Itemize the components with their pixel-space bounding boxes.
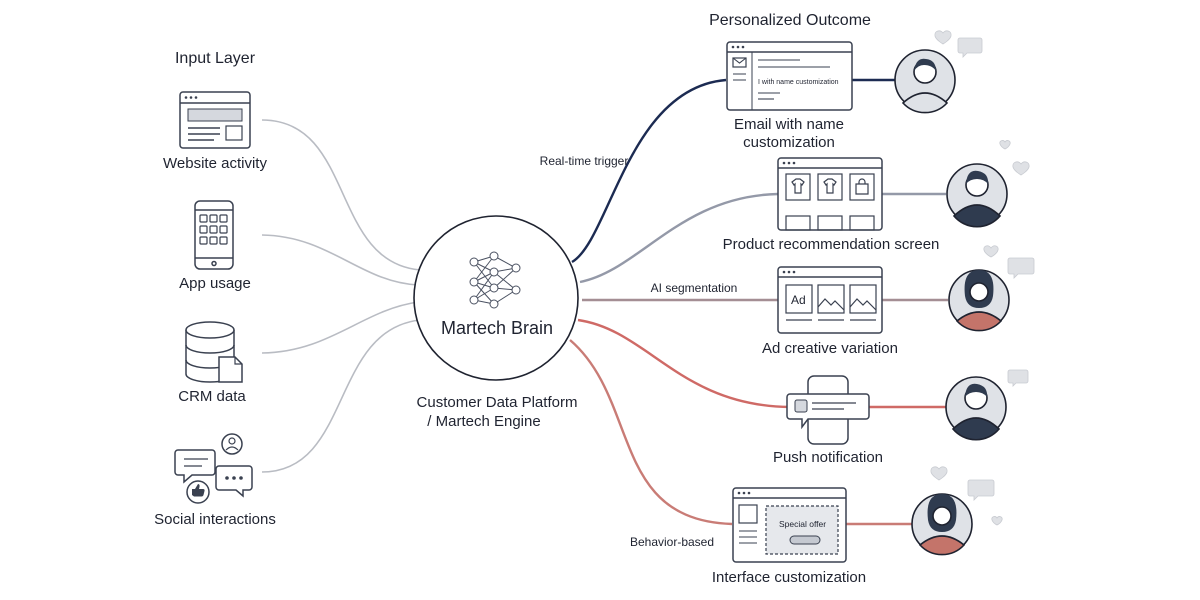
connector-label-behavior: Behavior-based — [629, 535, 715, 549]
outcome-label-push: Push notification — [772, 449, 884, 466]
connector-app — [261, 234, 419, 286]
database-icon — [185, 321, 243, 383]
martech-brain-circle — [413, 215, 579, 381]
chat-bubbles-icon — [174, 433, 253, 504]
connector-product — [579, 192, 779, 284]
ad-window-icon — [777, 266, 883, 334]
outcome-label-email: Email with name customization — [733, 116, 845, 151]
center-caption-line1: Customer Data Platform — [416, 394, 578, 411]
avatar-email — [894, 49, 956, 114]
connector-website — [261, 119, 421, 271]
input-label-crm: CRM data — [178, 388, 246, 405]
speech-bubble-icon — [957, 37, 983, 58]
heart-icon — [934, 30, 952, 45]
connector-social — [261, 319, 421, 473]
center-caption-line2: / Martech Engine — [427, 413, 541, 430]
heart-icon — [983, 245, 999, 258]
avatar-interface — [911, 493, 973, 556]
connector-interface — [569, 339, 733, 526]
interface-screen-text: Special offer — [779, 519, 826, 529]
speech-bubble-icon — [1007, 369, 1029, 387]
input-label-app: App usage — [179, 275, 251, 292]
input-label-website: Website activity — [163, 155, 267, 172]
martech-brain-title: Martech Brain — [440, 318, 554, 338]
product-grid-icon — [777, 157, 883, 231]
input-label-social: Social interactions — [154, 511, 276, 528]
input-layer-heading: Input Layer — [174, 50, 256, 67]
browser-window-icon — [179, 91, 251, 149]
email-screen-text: I with name customization — [758, 79, 839, 86]
speech-bubble-icon — [967, 479, 995, 501]
avatar-push — [945, 376, 1007, 441]
personalized-outcome-heading: Personalized Outcome — [709, 12, 871, 29]
connector-crm — [261, 301, 419, 354]
heart-icon — [930, 466, 948, 481]
neural-network-icon — [469, 251, 521, 309]
outcome-label-ad: Ad creative variation — [762, 340, 898, 357]
outcome-label-interface: Interface customization — [711, 569, 867, 586]
push-notification-icon — [786, 375, 870, 445]
outcome-label-product: Product recommendation screen — [722, 236, 940, 253]
connector-label-ai: AI segmentation — [650, 281, 738, 295]
heart-icon — [991, 516, 1003, 526]
smartphone-app-icon — [194, 200, 234, 270]
reaction-decorations — [930, 30, 1035, 526]
avatar-product — [946, 163, 1008, 228]
speech-bubble-icon — [1007, 257, 1035, 279]
heart-icon — [999, 140, 1011, 150]
avatar-ad — [948, 269, 1010, 332]
connector-push — [577, 318, 791, 409]
connector-email — [571, 78, 727, 264]
input-connectors — [261, 119, 421, 473]
email-window-icon — [726, 41, 853, 111]
heart-icon — [1012, 161, 1030, 176]
ad-screen-text: Ad — [791, 293, 806, 307]
interface-window-icon — [732, 487, 847, 563]
connector-label-realtime: Real-time trigger — [539, 154, 629, 168]
